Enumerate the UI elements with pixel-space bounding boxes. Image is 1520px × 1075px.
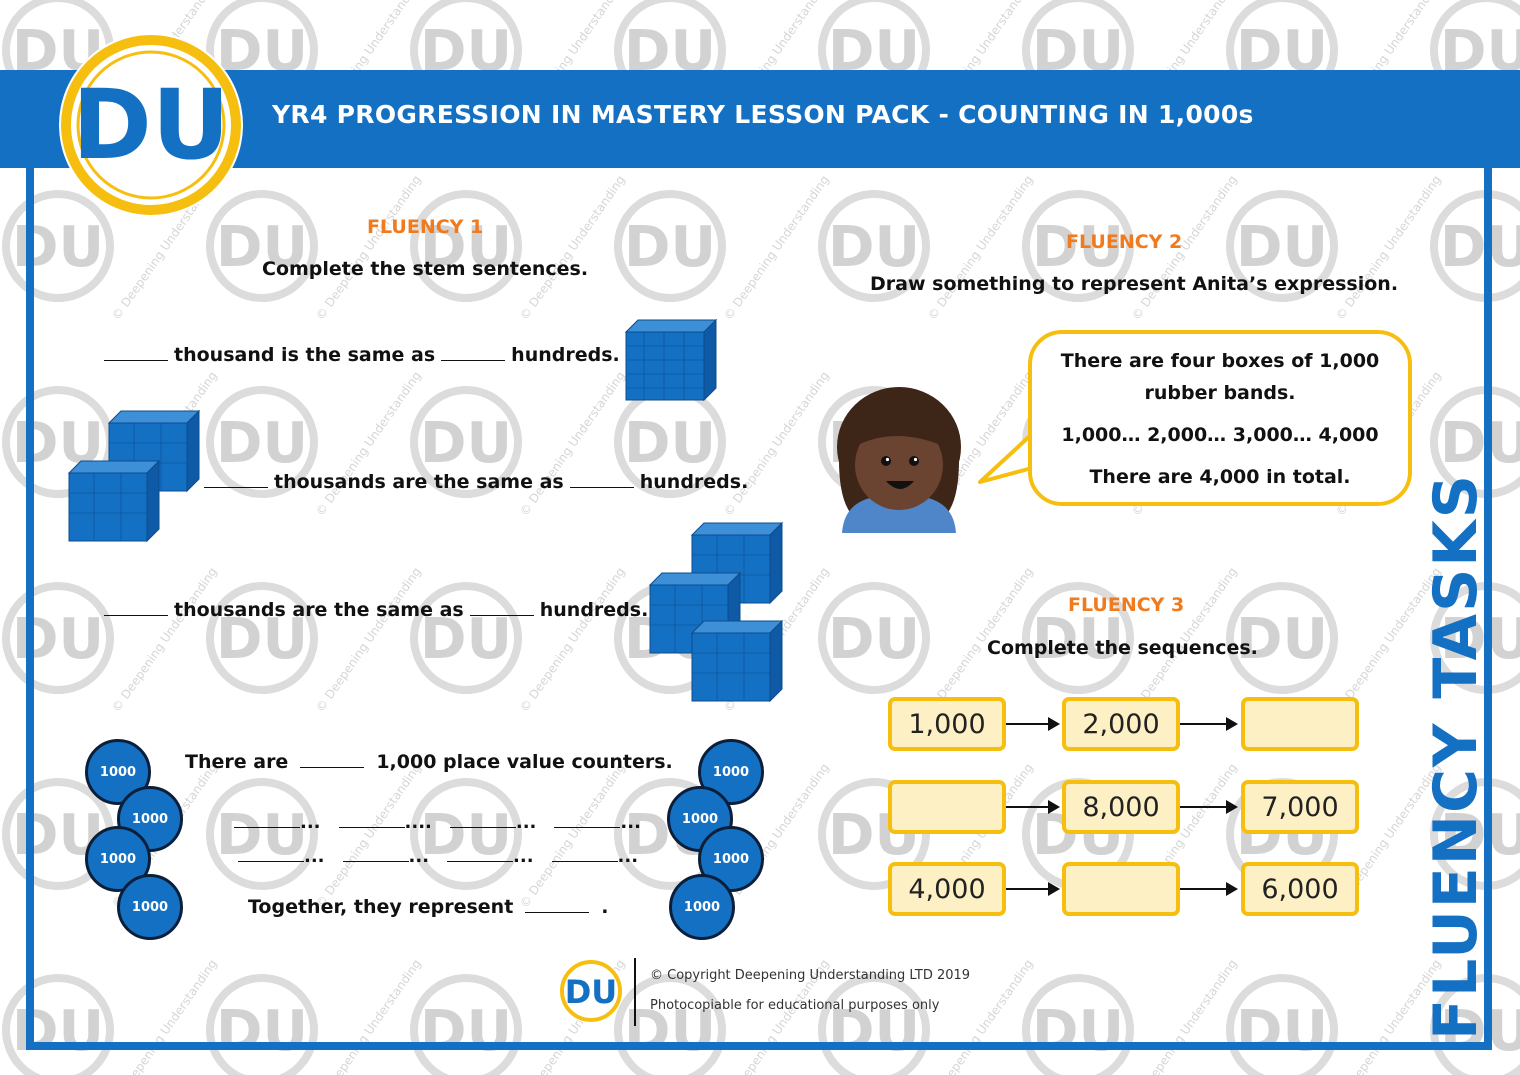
fluency1-instruction: Complete the stem sentences. <box>262 258 589 280</box>
counting-row-2: ... ... ... ... <box>238 846 638 867</box>
counters-text-b: 1,000 place value counters. <box>376 751 673 773</box>
fluency1-label: FLUENCY 1 <box>367 216 484 238</box>
stem-sentence-3: thousands are the same as hundreds. <box>104 598 648 621</box>
footer-du-logo: DU <box>559 959 623 1023</box>
answer-blank[interactable] <box>104 598 168 616</box>
fluency3-instruction: Complete the sequences. <box>987 637 1258 659</box>
dots: ... <box>617 846 639 867</box>
answer-blank[interactable] <box>342 848 409 862</box>
thousand-cube-icon <box>690 619 784 703</box>
answer-blank[interactable] <box>525 895 590 913</box>
thousand-cube-icon <box>67 459 161 543</box>
answer-blank[interactable] <box>447 848 514 862</box>
dots: ... <box>304 846 325 867</box>
answer-blank[interactable] <box>449 814 516 828</box>
together-sentence: Together, they represent . <box>248 895 609 918</box>
fluency2-label: FLUENCY 2 <box>1066 231 1183 253</box>
sequence-box: 1,000 <box>888 697 1006 751</box>
footer-copyright: © Copyright Deepening Understanding LTD … <box>650 968 971 983</box>
stem2-text-b: hundreds. <box>639 471 749 493</box>
stem-sentence-1: thousand is the same as hundreds. <box>104 343 620 366</box>
answer-blank[interactable] <box>569 470 634 488</box>
speech-line: 1,000… 2,000… 3,000… 4,000 <box>1061 424 1379 446</box>
arrow-right-icon <box>1180 882 1238 896</box>
speech-line: There are 4,000 in total. <box>1089 466 1351 488</box>
counters-sentence: There are 1,000 place value counters. <box>185 750 673 773</box>
footer-logo-text: DU <box>565 973 618 1011</box>
speech-line: rubber bands. <box>1144 382 1296 404</box>
stem1-text-a: thousand is the same as <box>174 344 436 366</box>
arrow-right-icon <box>1180 800 1238 814</box>
answer-blank[interactable] <box>204 470 268 488</box>
speech-line: There are four boxes of 1,000 <box>1060 350 1380 372</box>
sequence-box: 4,000 <box>888 862 1006 916</box>
stem1-text-b: hundreds. <box>511 344 620 366</box>
counters-text-a: There are <box>185 751 289 773</box>
place-value-counter: 1000 <box>669 874 735 940</box>
stem3-text-b: hundreds. <box>539 599 649 621</box>
stem-sentence-2: thousands are the same as hundreds. <box>204 470 748 493</box>
footer-note: Photocopiable for educational purposes o… <box>650 998 940 1013</box>
dots: .... <box>404 812 432 833</box>
sequence-box: 7,000 <box>1241 780 1359 834</box>
dots: ... <box>515 812 537 833</box>
together-text-a: Together, they represent <box>248 896 514 918</box>
answer-blank[interactable] <box>551 848 618 862</box>
sequence-box: 8,000 <box>1062 780 1180 834</box>
anita-avatar <box>837 387 961 533</box>
answer-blank[interactable] <box>238 848 304 862</box>
fluency3-label: FLUENCY 3 <box>1068 594 1185 616</box>
answer-blank[interactable] <box>300 750 365 768</box>
dots: ... <box>620 812 641 833</box>
answer-blank[interactable] <box>469 598 534 616</box>
arrow-right-icon <box>1006 800 1060 814</box>
arrow-right-icon <box>1006 717 1060 731</box>
together-text-b: . <box>601 896 609 918</box>
answer-blank[interactable] <box>554 814 621 828</box>
sequence-answer-box[interactable] <box>1241 697 1359 751</box>
sequence-box: 6,000 <box>1241 862 1359 916</box>
stem3-text-a: thousands are the same as <box>174 599 464 621</box>
dots: ... <box>300 812 321 833</box>
answer-blank[interactable] <box>104 343 168 361</box>
answer-blank[interactable] <box>338 814 405 828</box>
answer-blank[interactable] <box>441 343 506 361</box>
answer-blank[interactable] <box>234 814 300 828</box>
thousand-cube-icon <box>624 318 718 402</box>
arrow-right-icon <box>1006 882 1060 896</box>
place-value-counter: 1000 <box>117 874 183 940</box>
sequence-answer-box[interactable] <box>1062 862 1180 916</box>
dots: ... <box>408 846 430 867</box>
stem2-text-a: thousands are the same as <box>274 471 564 493</box>
sequence-box: 2,000 <box>1062 697 1180 751</box>
footer-divider <box>634 958 636 1026</box>
arrow-right-icon <box>1180 717 1238 731</box>
counting-row-1: ... .... ... ... <box>234 812 641 833</box>
dots: ... <box>513 846 534 867</box>
fluency2-instruction: Draw something to represent Anita’s expr… <box>870 273 1399 295</box>
sequence-answer-box[interactable] <box>888 780 1006 834</box>
speech-bubble-tail <box>978 432 1034 484</box>
